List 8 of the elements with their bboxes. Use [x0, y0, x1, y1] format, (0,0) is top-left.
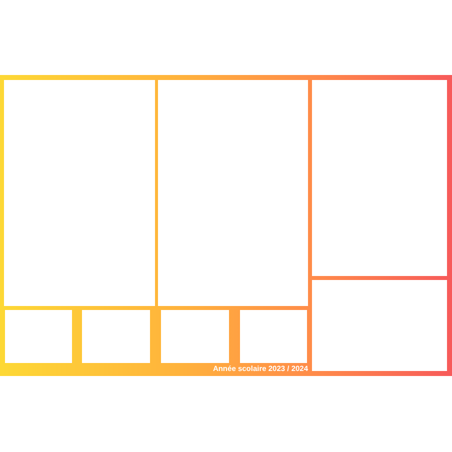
empty-panel	[4, 80, 155, 306]
empty-panel	[158, 80, 308, 306]
empty-panel	[161, 310, 229, 363]
empty-panel	[312, 80, 447, 276]
empty-panel	[5, 310, 72, 363]
empty-panel	[240, 310, 307, 363]
empty-panel	[82, 310, 150, 363]
empty-panel	[312, 280, 447, 371]
